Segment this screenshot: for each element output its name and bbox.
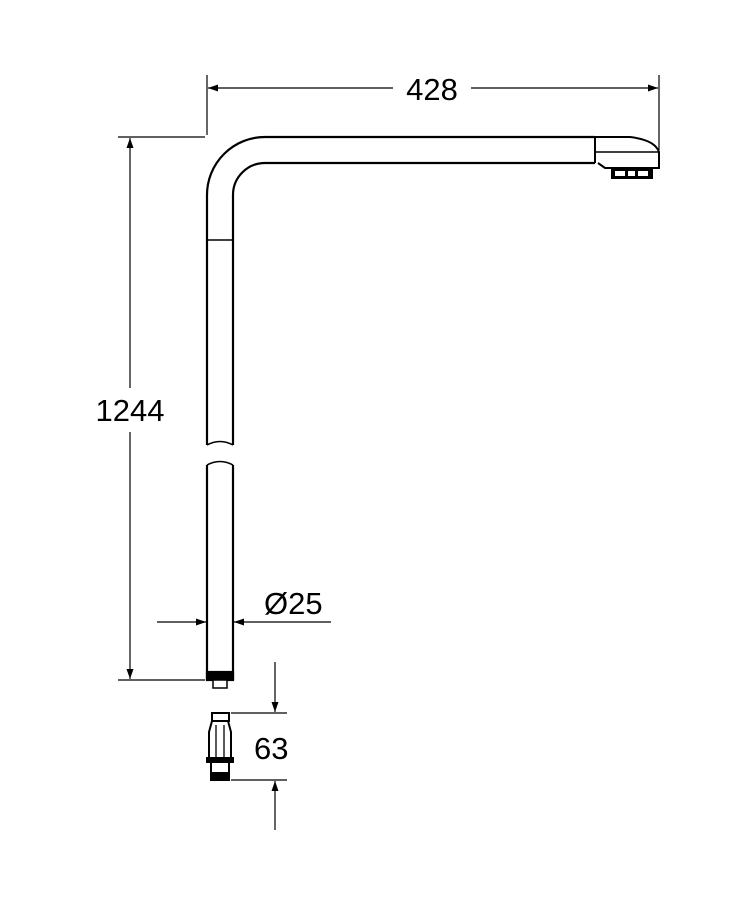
spout-pipe <box>205 135 595 689</box>
cartridge-dimension <box>231 662 287 830</box>
height-label: 1244 <box>96 393 165 428</box>
diameter-label: Ø25 <box>264 586 323 621</box>
width-label: 428 <box>406 72 458 107</box>
cartridge-part <box>206 712 234 781</box>
height-dimension <box>118 136 205 681</box>
width-dimension <box>206 75 660 150</box>
cartridge-label: 63 <box>254 731 288 766</box>
spout-head <box>594 136 660 179</box>
